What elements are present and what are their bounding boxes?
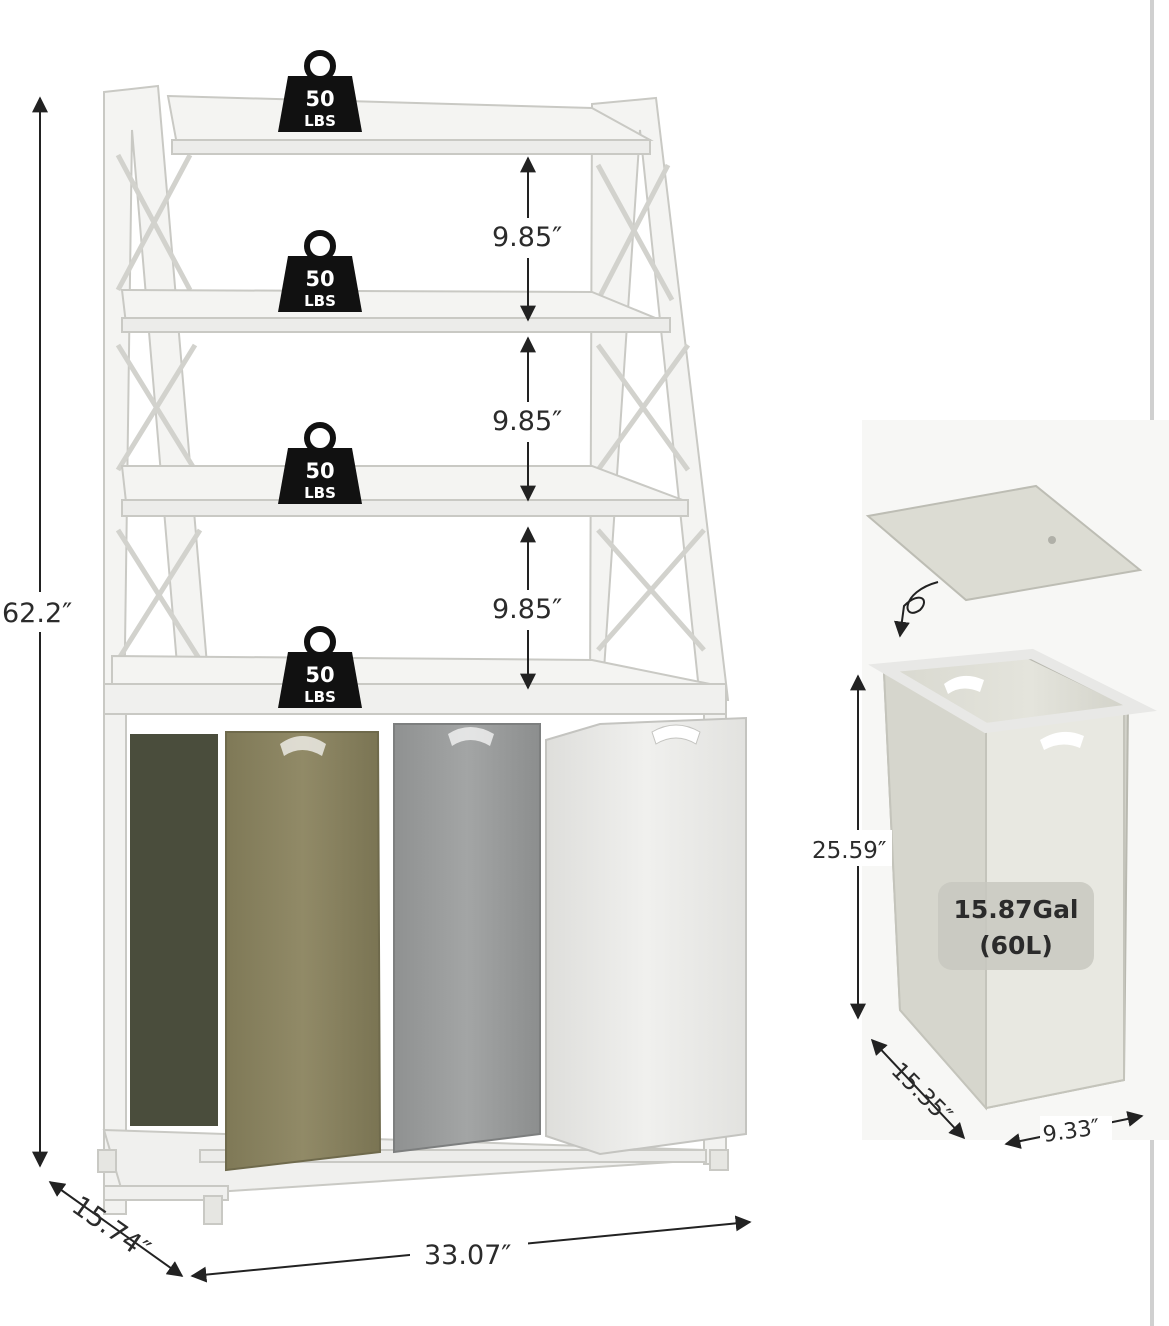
bag-olive <box>225 731 382 1172</box>
label-bg <box>0 592 80 632</box>
weight-badges: 50 LBS 50 LBS 50 LBS 50 LBS <box>278 50 362 708</box>
height-label: 62.2″ <box>2 598 72 629</box>
label-bg <box>410 1236 528 1276</box>
weight-unit: LBS <box>304 688 336 706</box>
label-bg <box>808 830 892 866</box>
label-bg <box>488 590 570 630</box>
label-bg <box>1040 1116 1112 1150</box>
weight-badge: 50 LBS <box>278 230 362 312</box>
bag-gray <box>393 723 541 1154</box>
label-bg <box>488 402 570 442</box>
laundry-bags <box>130 716 747 1172</box>
bag-lid <box>865 484 1143 602</box>
lid-arrow-icon <box>893 581 939 638</box>
depth-arrow <box>48 1181 184 1277</box>
bag-inset: 15.87Gal (60L) <box>862 420 1169 1140</box>
weight-badge: 50 LBS <box>278 50 362 132</box>
weight-value: 50 <box>305 459 334 483</box>
weight-unit: LBS <box>304 484 336 502</box>
capacity-liters: (60L) <box>979 931 1053 960</box>
bag-dark-back <box>130 734 218 1126</box>
weight-unit: LBS <box>304 112 336 130</box>
capacity-gallons: 15.87Gal <box>953 895 1078 924</box>
bag-depth-arrow <box>870 1038 966 1140</box>
bag-white <box>545 716 747 1156</box>
shelf-gap-label: 9.85″ <box>492 594 562 625</box>
weight-badge: 50 LBS <box>278 626 362 708</box>
label-bg <box>488 218 570 258</box>
weight-value: 50 <box>305 87 334 111</box>
width-label: 33.07″ <box>424 1240 511 1271</box>
shelf-gap-label: 9.85″ <box>492 406 562 437</box>
weight-badge: 50 LBS <box>278 422 362 504</box>
bag-height-label: 25.59″ <box>812 838 887 864</box>
weight-value: 50 <box>305 663 334 687</box>
weight-unit: LBS <box>304 292 336 310</box>
weight-value: 50 <box>305 267 334 291</box>
shelf-unit <box>97 84 730 1225</box>
shelf-gap-label: 9.85″ <box>492 222 562 253</box>
capacity-badge <box>938 882 1094 970</box>
